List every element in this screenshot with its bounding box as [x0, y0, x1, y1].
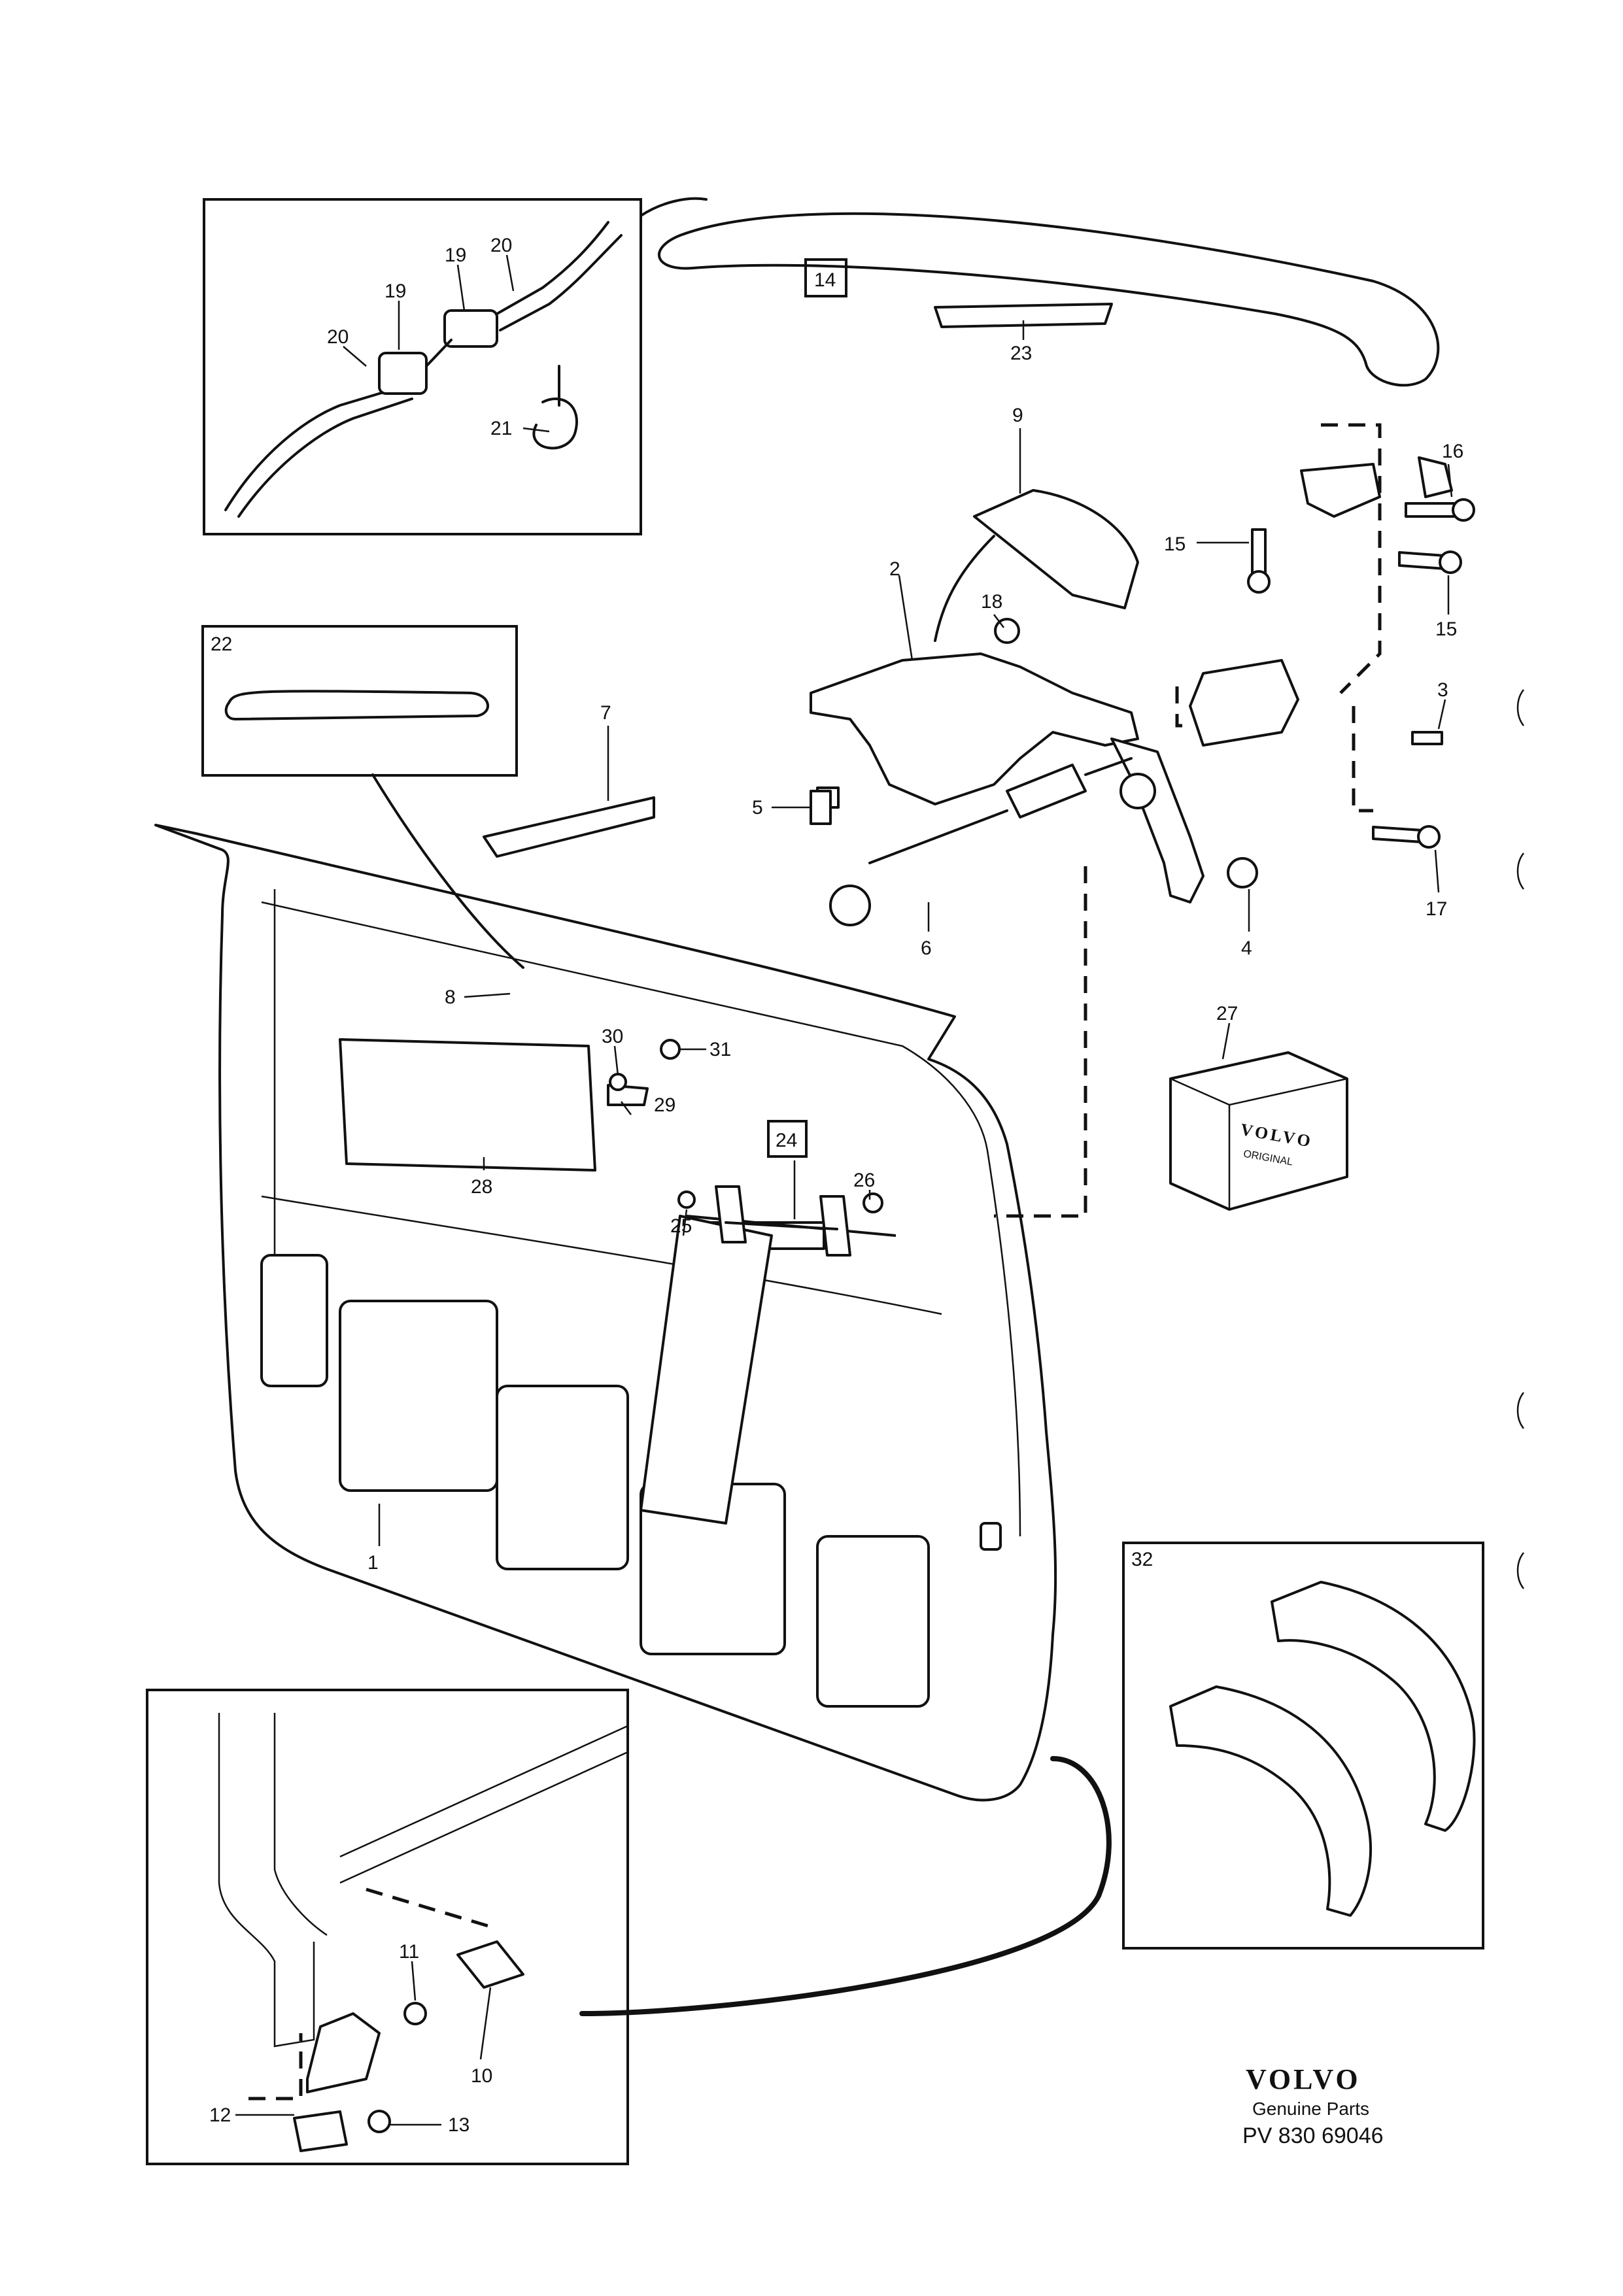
- label-part-20b: 20: [490, 235, 512, 256]
- label-part-8: 8: [445, 987, 456, 1008]
- label-part-17: 17: [1426, 898, 1447, 920]
- label-part-4: 4: [1241, 937, 1252, 959]
- label-part-9: 9: [1012, 405, 1023, 426]
- label-part-19b: 19: [445, 245, 466, 266]
- label-part-29: 29: [654, 1094, 675, 1116]
- label-part-13: 13: [448, 2114, 470, 2136]
- label-part-25: 25: [670, 1215, 692, 1237]
- label-part-30: 30: [602, 1026, 623, 1047]
- label-part-20a: 20: [327, 326, 349, 348]
- label-part-14: 14: [814, 269, 836, 291]
- label-part-23: 23: [1010, 343, 1032, 364]
- inset-wiring: [203, 198, 642, 535]
- connection-arrows: [371, 197, 1382, 2016]
- inset-latch: [146, 1689, 629, 2165]
- footer-code: PV 830 69046: [1242, 2123, 1384, 2148]
- carton-27: VOLVO ORIGINAL: [1169, 1051, 1348, 1211]
- label-part-12: 12: [209, 2104, 231, 2126]
- label-part-3: 3: [1437, 679, 1448, 701]
- label-part-15b: 15: [1435, 618, 1457, 640]
- label-part-28: 28: [471, 1176, 492, 1198]
- footer-branding: VOLVO Genuine Parts PV 830 69046: [1242, 2063, 1384, 2148]
- label-part-7: 7: [600, 702, 611, 724]
- label-part-26: 26: [853, 1170, 875, 1191]
- label-part-10: 10: [471, 2065, 492, 2087]
- label-part-24-box: 24: [767, 1120, 808, 1158]
- label-part-18: 18: [981, 591, 1002, 613]
- label-part-1: 1: [367, 1552, 379, 1574]
- side-brackets: [1189, 456, 1453, 747]
- footer-brand: VOLVO: [1246, 2063, 1361, 2095]
- tailgate-panel: [154, 824, 1057, 1802]
- small-brackets: [607, 1039, 883, 1257]
- label-part-32: 32: [1131, 1549, 1153, 1570]
- label-part-22: 22: [211, 633, 232, 655]
- part-labels: 1 2 3 4 5 6 7 8 9 10 11 12 13 14 15 15 1…: [209, 235, 1463, 2136]
- margin-marks: [1516, 689, 1525, 1589]
- hinge-assembly: [810, 489, 1258, 903]
- inset-32: [1122, 1542, 1484, 1950]
- label-part-11: 11: [399, 1941, 419, 1963]
- label-part-2: 2: [889, 558, 900, 580]
- label-part-24: 24: [776, 1130, 797, 1151]
- inset-22: [201, 625, 518, 777]
- label-part-16: 16: [1442, 441, 1463, 462]
- label-part-21: 21: [490, 418, 512, 439]
- label-part-15a: 15: [1164, 533, 1186, 555]
- screws: [509, 498, 1475, 1024]
- label-part-31: 31: [709, 1039, 731, 1060]
- label-part-19a: 19: [384, 280, 406, 302]
- footer-subtitle: Genuine Parts: [1252, 2099, 1369, 2119]
- label-part-27: 27: [1216, 1003, 1238, 1024]
- spoiler: [658, 212, 1440, 387]
- label-part-6: 6: [921, 937, 932, 959]
- label-part-5: 5: [752, 797, 763, 819]
- leader-lines: [235, 254, 1453, 2126]
